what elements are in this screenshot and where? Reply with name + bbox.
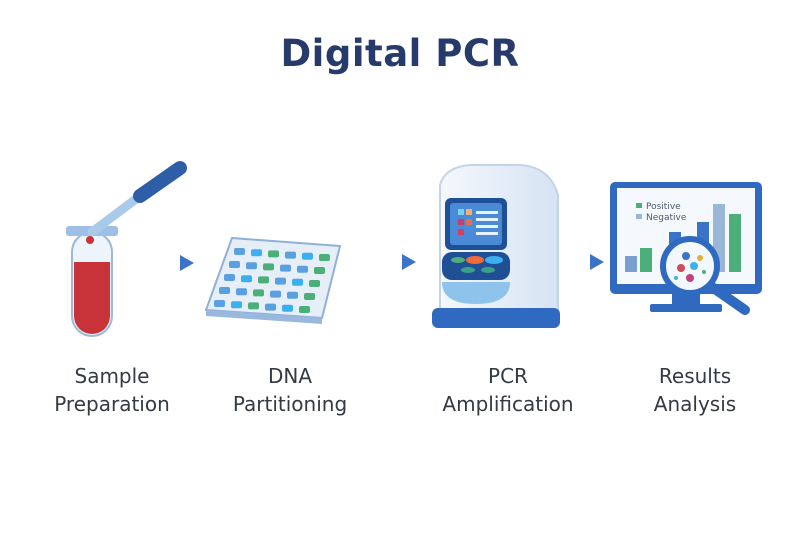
plate-well bbox=[224, 274, 235, 281]
plate-well bbox=[246, 262, 257, 270]
step-sample-preparation: Sample Preparation bbox=[22, 362, 202, 418]
pcr-machine-icon bbox=[432, 164, 560, 328]
plate-well bbox=[309, 280, 320, 287]
plate-well bbox=[319, 254, 330, 261]
plate-well bbox=[231, 301, 242, 309]
legend-negative-swatch bbox=[636, 214, 642, 219]
plate-well bbox=[314, 267, 325, 274]
chart-bar bbox=[729, 214, 741, 272]
chart-bar bbox=[625, 256, 637, 272]
plate-well bbox=[287, 291, 298, 299]
step-label-line2: Partitioning bbox=[232, 392, 348, 416]
diagram-title: Digital PCR bbox=[280, 32, 520, 75]
arrow-1 bbox=[130, 255, 194, 271]
plate-well bbox=[248, 302, 259, 310]
plate-well bbox=[302, 252, 313, 260]
step-label-line1: PCR bbox=[488, 364, 528, 388]
partition-plate-icon bbox=[204, 236, 342, 324]
plate-well bbox=[258, 276, 269, 284]
step-label-line1: Sample bbox=[74, 364, 150, 388]
step-results-analysis: Results Analysis bbox=[605, 362, 785, 418]
plate-well bbox=[304, 293, 315, 300]
chart-bar bbox=[640, 248, 652, 272]
step-pcr-amplification: PCR Amplification bbox=[418, 362, 598, 418]
step-label-line2: Analysis bbox=[653, 392, 737, 416]
step-dna-partitioning: DNA Partitioning bbox=[200, 362, 380, 418]
plate-well bbox=[229, 261, 240, 268]
plate-well bbox=[263, 263, 274, 271]
plate-well bbox=[253, 289, 264, 297]
plate-well bbox=[280, 264, 291, 272]
plate-well bbox=[234, 248, 245, 255]
arrow-3 bbox=[565, 254, 604, 270]
magnifier-icon bbox=[660, 236, 750, 315]
plate-well bbox=[275, 277, 286, 285]
plate-well bbox=[241, 275, 252, 283]
pipette-icon bbox=[86, 161, 187, 244]
plate-well bbox=[270, 290, 281, 298]
plate-well bbox=[219, 287, 230, 294]
plate-well bbox=[236, 288, 247, 296]
plate-well bbox=[285, 251, 296, 259]
step-label-line2: Amplification bbox=[442, 392, 574, 416]
plate-well bbox=[282, 304, 293, 312]
legend-positive: Positive bbox=[646, 202, 681, 212]
step-label-line2: Preparation bbox=[54, 392, 170, 416]
plate-well bbox=[299, 306, 310, 313]
plate-well bbox=[214, 300, 225, 307]
legend-negative: Negative bbox=[646, 213, 687, 223]
arrow-2 bbox=[355, 254, 416, 270]
plate-well bbox=[268, 250, 279, 258]
legend-positive-swatch bbox=[636, 203, 642, 208]
plate-well bbox=[297, 265, 308, 273]
plate-well bbox=[292, 278, 303, 286]
plate-well bbox=[265, 303, 276, 311]
step-label-line1: DNA bbox=[267, 364, 313, 388]
step-label-line1: Results bbox=[658, 364, 732, 388]
plate-well bbox=[251, 249, 262, 257]
